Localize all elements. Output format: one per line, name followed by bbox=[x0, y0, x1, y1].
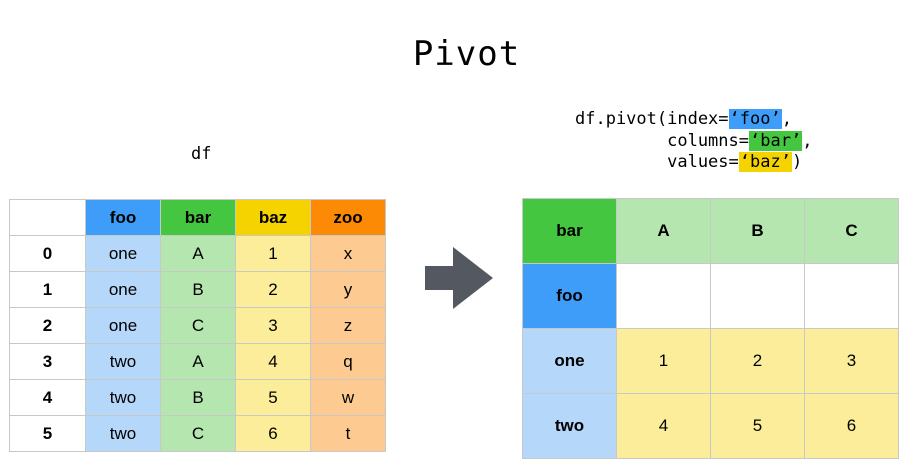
column-header-c: C bbox=[804, 198, 899, 264]
column-header-b: B bbox=[710, 198, 805, 264]
right-arrow-icon bbox=[425, 247, 493, 309]
bar-cell: C bbox=[160, 415, 236, 452]
value-cell: 2 bbox=[710, 328, 805, 394]
df-label: df bbox=[191, 144, 212, 164]
empty-cell bbox=[616, 263, 711, 329]
empty-cell bbox=[804, 263, 899, 329]
row-index: 3 bbox=[9, 343, 86, 380]
pivot-code: df.pivot(index=‘foo’, columns=‘bar’, val… bbox=[575, 109, 812, 174]
values-arg-highlight: ‘baz’ bbox=[738, 152, 792, 172]
diagram-title: Pivot bbox=[412, 34, 521, 74]
baz-cell: 4 bbox=[235, 343, 311, 380]
bar-header: bar bbox=[160, 199, 236, 236]
bar-cell: A bbox=[160, 343, 236, 380]
table-row: two 4 5 6 bbox=[522, 393, 899, 459]
baz-cell: 3 bbox=[235, 307, 311, 344]
foo-cell: two bbox=[85, 343, 161, 380]
code-line1-prefix: df.pivot(index= bbox=[575, 109, 729, 129]
code-line1-suffix: , bbox=[781, 109, 792, 129]
row-index: 4 bbox=[9, 379, 86, 416]
columns-arg-highlight: ‘bar’ bbox=[749, 130, 803, 151]
source-dataframe-table: foo bar baz zoo 0 one A 1 x 1 one B 2 y … bbox=[9, 199, 386, 452]
row-label-one: one bbox=[522, 328, 617, 394]
value-cell: 3 bbox=[804, 328, 899, 394]
row-index: 0 bbox=[9, 235, 86, 272]
code-line2-suffix: , bbox=[802, 130, 813, 151]
pivoted-table: bar A B C foo one 1 2 3 two 4 5 6 bbox=[522, 198, 899, 459]
index-header-cell bbox=[9, 199, 86, 236]
columns-header-row: bar A B C bbox=[522, 198, 899, 264]
code-line3-prefix: values= bbox=[575, 152, 739, 172]
zoo-cell: q bbox=[310, 343, 386, 380]
foo-cell: one bbox=[85, 307, 161, 344]
table-row: 1 one B 2 y bbox=[9, 271, 386, 308]
zoo-cell: t bbox=[310, 415, 386, 452]
bar-cell: C bbox=[160, 307, 236, 344]
foo-cell: one bbox=[85, 235, 161, 272]
table-row: 2 one C 3 z bbox=[9, 307, 386, 344]
zoo-cell: w bbox=[310, 379, 386, 416]
value-cell: 6 bbox=[804, 393, 899, 459]
baz-cell: 6 bbox=[235, 415, 311, 452]
row-index: 2 bbox=[9, 307, 86, 344]
code-line3-suffix: ) bbox=[791, 152, 803, 172]
index-name-row: foo bbox=[522, 263, 899, 329]
table-row: 3 two A 4 q bbox=[9, 343, 386, 380]
bar-cell: B bbox=[160, 379, 236, 416]
zoo-cell: z bbox=[310, 307, 386, 344]
zoo-header: zoo bbox=[310, 199, 386, 236]
foo-cell: two bbox=[85, 415, 161, 452]
row-label-two: two bbox=[522, 393, 617, 459]
bar-cell: A bbox=[160, 235, 236, 272]
table-row: 0 one A 1 x bbox=[9, 235, 386, 272]
zoo-cell: x bbox=[310, 235, 386, 272]
empty-cell bbox=[710, 263, 805, 329]
index-name-cell: foo bbox=[522, 263, 617, 329]
value-cell: 5 bbox=[710, 393, 805, 459]
header-row: foo bar baz zoo bbox=[9, 199, 386, 236]
value-cell: 1 bbox=[616, 328, 711, 394]
row-index: 1 bbox=[9, 271, 86, 308]
baz-header: baz bbox=[235, 199, 311, 236]
columns-name-cell: bar bbox=[522, 198, 617, 264]
baz-cell: 1 bbox=[235, 235, 311, 272]
table-row: one 1 2 3 bbox=[522, 328, 899, 394]
table-row: 5 two C 6 t bbox=[9, 415, 386, 452]
table-row: 4 two B 5 w bbox=[9, 379, 386, 416]
foo-cell: two bbox=[85, 379, 161, 416]
baz-cell: 2 bbox=[235, 271, 311, 308]
index-arg-highlight: ‘foo’ bbox=[728, 109, 782, 129]
value-cell: 4 bbox=[616, 393, 711, 459]
foo-header: foo bbox=[85, 199, 161, 236]
column-header-a: A bbox=[616, 198, 711, 264]
zoo-cell: y bbox=[310, 271, 386, 308]
foo-cell: one bbox=[85, 271, 161, 308]
baz-cell: 5 bbox=[235, 379, 311, 416]
code-line2-prefix: columns= bbox=[575, 130, 749, 151]
row-index: 5 bbox=[9, 415, 86, 452]
bar-cell: B bbox=[160, 271, 236, 308]
